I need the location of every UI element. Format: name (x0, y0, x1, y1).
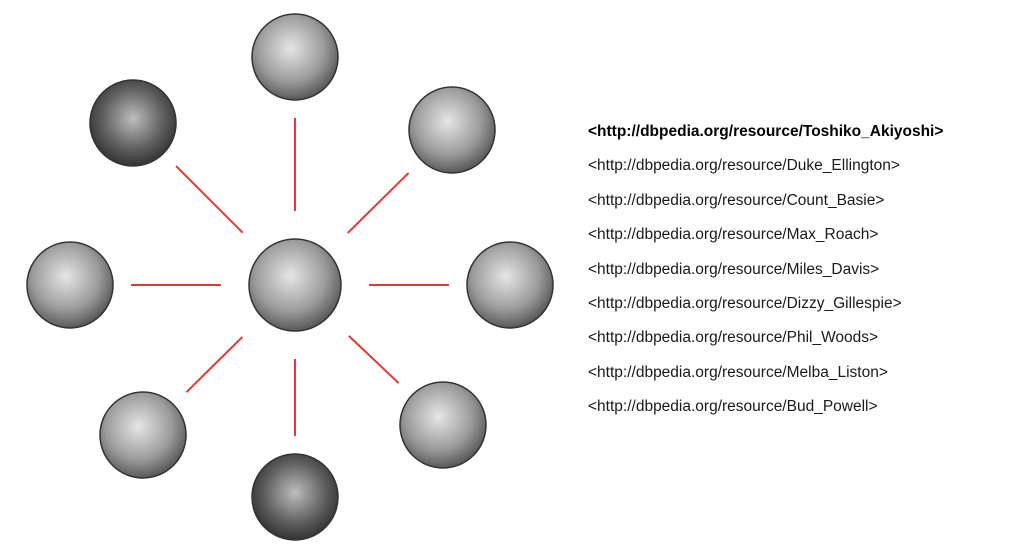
connector-line-miles-davis (348, 335, 400, 384)
portrait-miles-davis (399, 381, 487, 469)
uri-miles-davis[interactable]: <http://dbpedia.org/resource/Miles_Davis… (588, 260, 880, 278)
uri-toshiko-akiyoshi[interactable]: <http://dbpedia.org/resource/Toshiko_Aki… (588, 123, 944, 140)
uri-phil-woods[interactable]: <http://dbpedia.org/resource/Phil_Woods> (588, 329, 879, 347)
portrait-melba-liston (26, 241, 114, 329)
portrait-center-toshiko-akiyoshi (248, 238, 342, 332)
connector-line-phil-woods (185, 336, 244, 393)
portrait-max-roach (466, 241, 554, 329)
uri-melba-liston[interactable]: <http://dbpedia.org/resource/Melba_Listo… (588, 363, 888, 381)
uri-bud-powell[interactable]: <http://dbpedia.org/resource/Bud_Powell> (588, 398, 878, 416)
portrait-bud-powell (89, 79, 177, 167)
uri-duke-ellington[interactable]: <http://dbpedia.org/resource/Duke_Elling… (588, 157, 900, 175)
connector-line-bud-powell (175, 165, 244, 234)
uri-count-basie[interactable]: <http://dbpedia.org/resource/Count_Basie… (588, 191, 885, 209)
portrait-duke-ellington (251, 13, 339, 101)
portrait-dizzy-gillespie (251, 453, 339, 541)
portrait-count-basie (408, 86, 496, 174)
connector-line-count-basie (346, 172, 410, 234)
uri-max-roach[interactable]: <http://dbpedia.org/resource/Max_Roach> (588, 226, 879, 244)
uri-list: <http://dbpedia.org/resource/Toshiko_Aki… (588, 120, 1018, 430)
portrait-phil-woods (99, 391, 187, 479)
uri-dizzy-gillespie[interactable]: <http://dbpedia.org/resource/Dizzy_Gille… (588, 294, 902, 312)
